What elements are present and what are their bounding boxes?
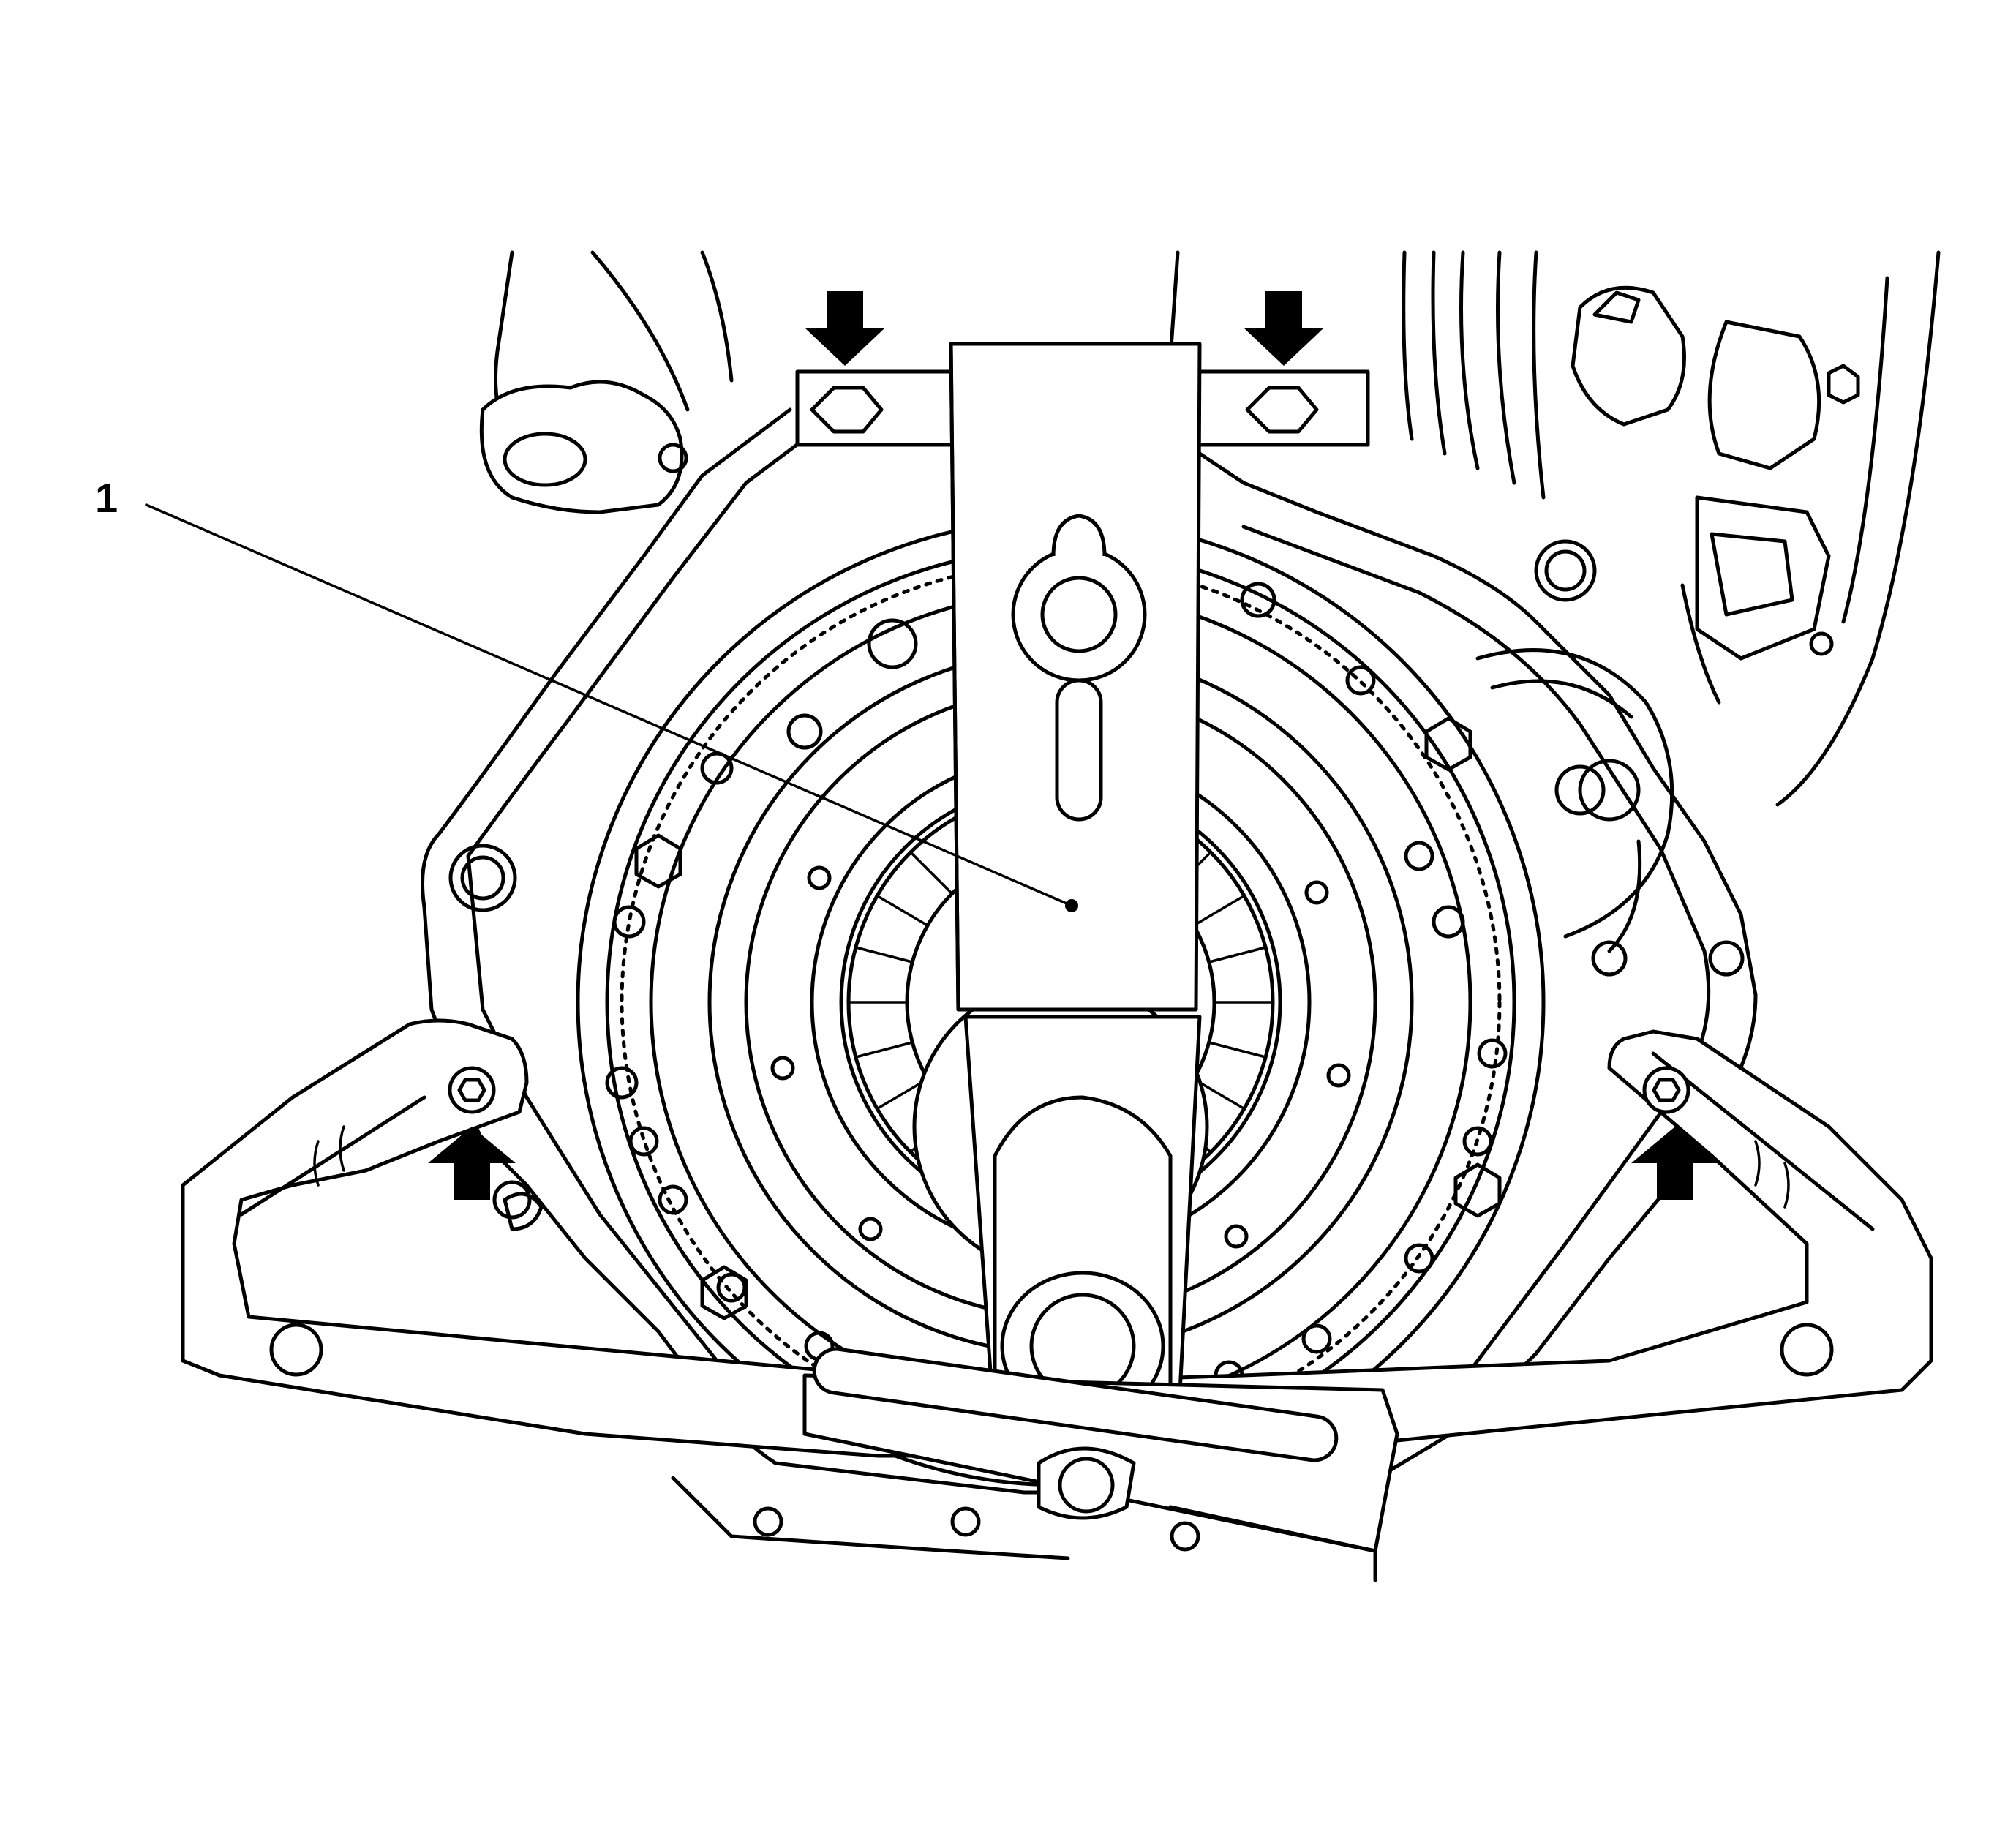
arrow-up-icon [1631,1127,1719,1200]
callout-1: 1 [95,475,1078,912]
starter-recess [1475,648,1674,953]
arrow-up-icon [428,1127,516,1200]
holding-tool-side-bolts [448,1066,1690,1114]
engine-block-background [479,250,1941,807]
bolt-top-right [1245,386,1319,434]
arrow-down-icon [805,291,885,366]
callout-number: 1 [95,475,118,521]
holding-tool-slide-plate [671,1347,1399,1582]
bolt-top-left [810,386,884,434]
direction-arrows [428,291,1719,1200]
arrow-down-icon [1244,291,1324,366]
bolt-lower-right [1642,1066,1690,1114]
bolt-lower-left [448,1066,496,1114]
